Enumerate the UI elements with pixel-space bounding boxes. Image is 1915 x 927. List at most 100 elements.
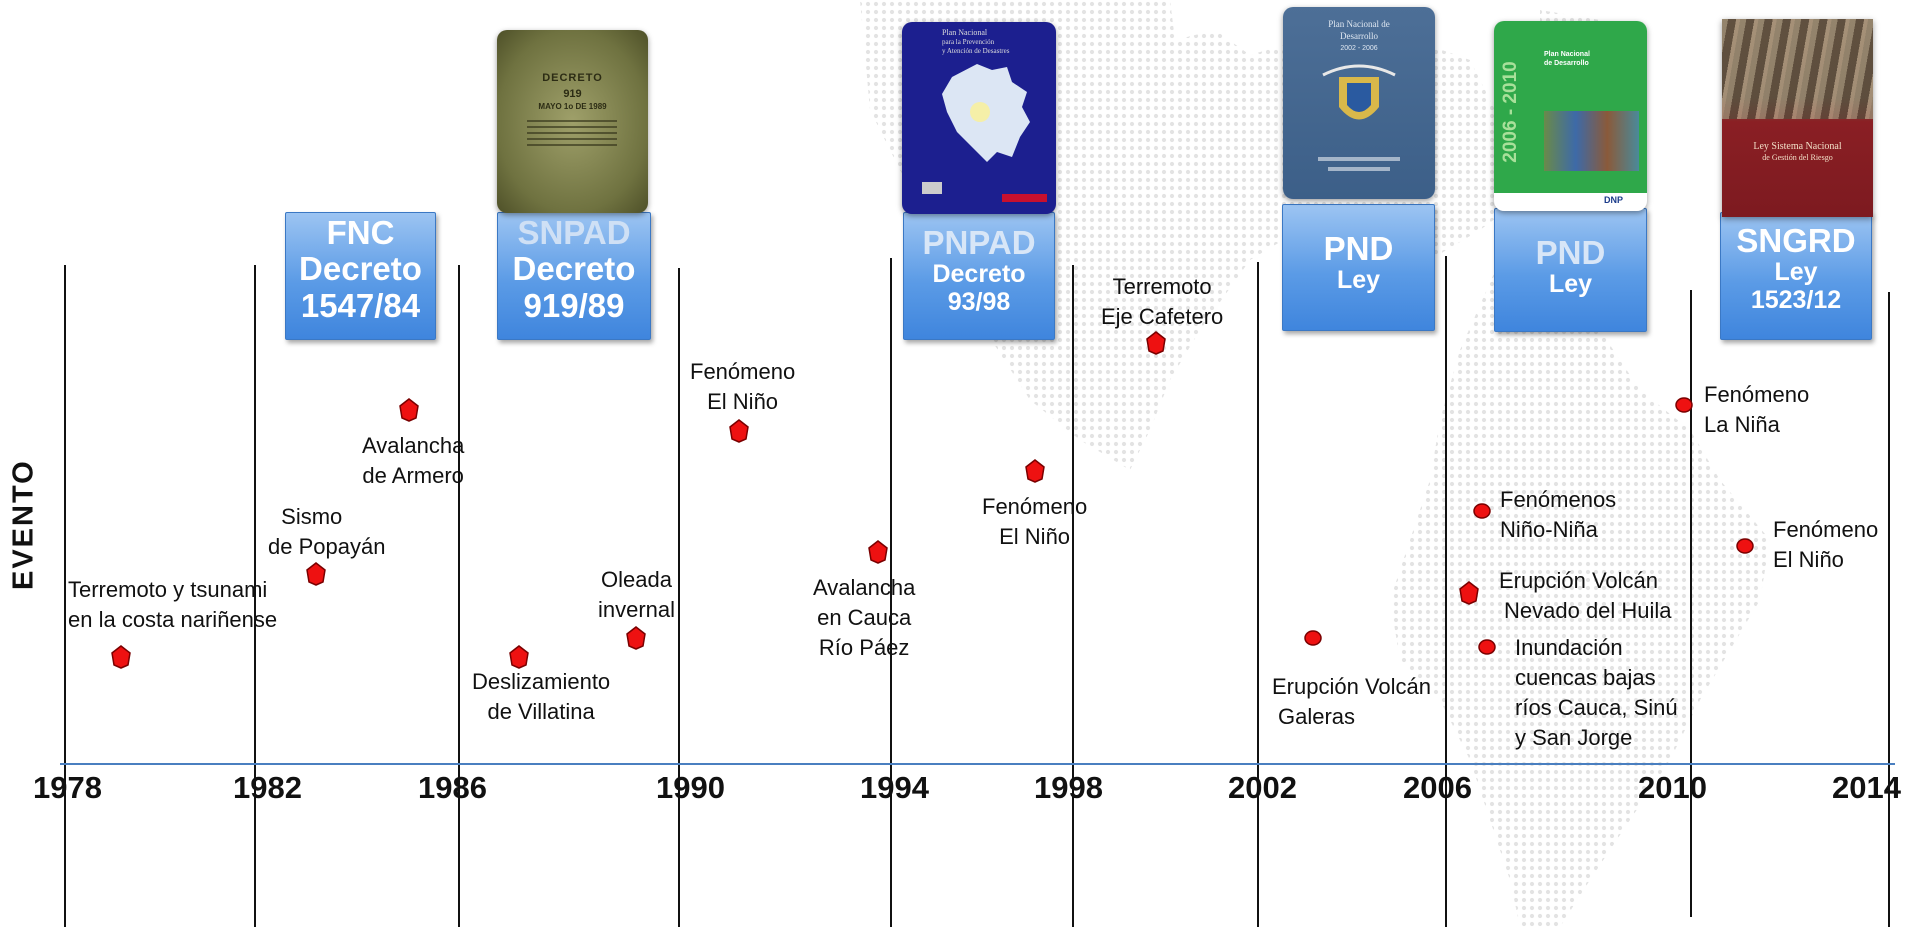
event-line: Avalancha: [362, 433, 465, 458]
year-label-1990: 1990: [656, 770, 725, 805]
event-line: Nevado del Huila: [1504, 598, 1672, 623]
event-marker: [626, 626, 646, 650]
cover-text-block: [527, 120, 617, 150]
event-label-nino-nina: Fenómenos Niño-Niña: [1500, 485, 1616, 545]
cover-pnd-2002: Plan Nacional de Desarrollo 2002 - 2006: [1283, 7, 1435, 199]
cover-subtitle: Desarrollo: [1340, 31, 1378, 41]
cover-date: MAYO 1o DE 1989: [538, 102, 607, 111]
event-line: El Niño: [707, 389, 779, 414]
event-marker: [111, 645, 131, 669]
cover-subtitle: de Desarrollo: [1544, 60, 1589, 67]
cover-decreto-919: DECRETO 919 MAYO 1o DE 1989: [497, 30, 648, 213]
event-line: Fenómeno: [1773, 517, 1879, 542]
cover-subtitle: de Gestión del Riesgo: [1762, 153, 1833, 162]
year-label-1994: 1994: [860, 770, 929, 805]
event-line: Oleada: [601, 567, 672, 592]
event-line: Avalancha: [813, 575, 916, 600]
event-label-tsunami: Terremoto y tsunami en la costa nariñens…: [68, 575, 277, 635]
event-label-villatina: Deslizamiento de Villatina: [472, 667, 610, 727]
year-label-1986: 1986: [418, 770, 487, 805]
event-line: Fenómeno: [982, 494, 1088, 519]
colombia-map-icon: [922, 64, 1047, 202]
event-line: Erupción Volcán: [1499, 568, 1658, 593]
event-line: invernal: [598, 597, 676, 622]
cover-photo-strip: [1544, 111, 1639, 171]
law-type: Decreto: [299, 250, 422, 288]
law-type: Ley: [1774, 258, 1818, 287]
cover-title: DECRETO: [542, 72, 603, 84]
law-box-sngrd: SNGRD Ley 1523/12: [1720, 212, 1872, 340]
cover-title: Ley Sistema Nacional: [1753, 141, 1842, 152]
year-label-1978: 1978: [33, 770, 102, 805]
event-line: en Cauca: [817, 605, 912, 630]
law-acronym: FNC: [326, 214, 395, 251]
law-box-pnd-2002: PND Ley: [1282, 204, 1435, 331]
coat-of-arms-icon: [1318, 64, 1400, 171]
year-label-1998: 1998: [1034, 770, 1103, 805]
event-line: Erupción Volcán: [1272, 674, 1431, 699]
law-acronym: PND: [1535, 234, 1606, 271]
law-box-fnc: FNC Decreto 1547/84: [285, 212, 436, 340]
event-marker: [399, 398, 419, 422]
cover-title: Plan Nacional de: [1328, 19, 1390, 29]
cover-pnd-2006: 2006 - 2010 Plan Nacional de Desarrollo …: [1494, 21, 1647, 211]
event-label-sismo-popayan: Sismo de Popayán: [268, 502, 385, 562]
event-line: ríos Cauca, Sinú: [1515, 695, 1678, 720]
event-line: de Popayán: [268, 534, 386, 559]
event-line: en la costa nariñense: [68, 607, 278, 632]
y-axis-label: EVENTO: [7, 459, 40, 590]
cover-years: 2002 - 2006: [1340, 45, 1378, 52]
event-line: Fenómenos: [1500, 487, 1617, 512]
event-line: Inundación: [1515, 635, 1623, 660]
event-line: Terremoto: [1112, 274, 1212, 299]
cover-title: Plan Nacional: [942, 28, 988, 37]
law-box-pnd-2006: PND Ley: [1494, 208, 1647, 332]
event-marker: [729, 419, 749, 443]
event-marker: [868, 540, 888, 564]
event-marker: [306, 562, 326, 586]
event-line: cuencas bajas: [1515, 665, 1656, 690]
event-line: y San Jorge: [1515, 725, 1633, 750]
event-marker: [1304, 630, 1322, 646]
event-label-la-nina: Fenómeno La Niña: [1704, 380, 1809, 440]
law-type: Ley: [1336, 266, 1381, 295]
law-acronym: SNGRD: [1736, 222, 1856, 259]
event-line: Niño-Niña: [1500, 517, 1598, 542]
event-marker: [1736, 538, 1754, 554]
event-marker: [1146, 331, 1166, 355]
event-marker: [1478, 639, 1496, 655]
event-line: Sismo: [281, 504, 343, 529]
year-label-2002: 2002: [1228, 770, 1297, 805]
year-label-1982: 1982: [233, 770, 302, 805]
law-type: Ley: [1548, 270, 1593, 299]
event-label-rio-paez: Avalancha en Cauca Río Páez: [813, 573, 915, 663]
cover-title: Plan Nacional: [1544, 51, 1590, 58]
law-type: Decreto: [932, 260, 1026, 289]
event-label-nino-2011: Fenómeno El Niño: [1773, 515, 1878, 575]
cover-pnpad: Plan Nacional para la Prevención y Atenc…: [902, 22, 1056, 214]
law-number: 1523/12: [1750, 285, 1842, 314]
year-label-2010: 2010: [1638, 770, 1707, 805]
event-line: Eje Cafetero: [1101, 304, 1224, 329]
event-label-nino-1997: Fenómeno El Niño: [982, 492, 1087, 552]
event-marker: [1459, 581, 1479, 605]
event-line: Río Páez: [818, 635, 910, 660]
cover-badge: DNP: [1604, 195, 1624, 205]
event-line: Fenómeno: [690, 359, 796, 384]
law-acronym: PND: [1323, 230, 1394, 267]
event-label-avalancha-armero: Avalancha de Armero: [362, 431, 464, 491]
event-line: Fenómeno: [1704, 382, 1810, 407]
event-marker: [1025, 459, 1045, 483]
law-number: 919/89: [523, 286, 625, 324]
cover-photo: [1722, 19, 1873, 119]
event-line: El Niño: [999, 524, 1071, 549]
year-label-2014: 2014: [1832, 770, 1901, 805]
event-label-oleada-invernal: Oleada invernal: [598, 565, 675, 625]
event-line: El Niño: [1773, 547, 1844, 572]
event-line: La Niña: [1704, 412, 1780, 437]
cover-subtitle-2: y Atención de Desastres: [942, 47, 1010, 55]
cover-sngrd: Ley Sistema Nacional de Gestión del Ries…: [1722, 19, 1873, 217]
event-line: de Villatina: [487, 699, 595, 724]
law-acronym: PNPAD: [922, 224, 1036, 261]
